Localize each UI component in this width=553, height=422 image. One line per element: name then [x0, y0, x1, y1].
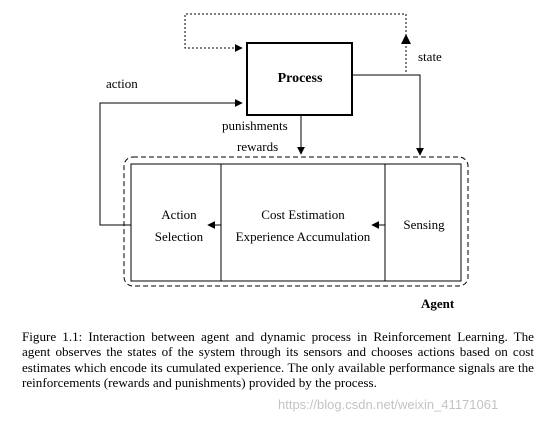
- experience-accumulation-label: Experience Accumulation: [236, 229, 371, 244]
- state-feedback-dotted-arrow: [184, 13, 407, 72]
- action-selection-label-line1: Action: [161, 207, 197, 222]
- rl-interaction-diagram: Process state action punishments rewards…: [99, 13, 469, 311]
- action-label: action: [106, 76, 138, 91]
- action-selection-label-line2: Selection: [155, 229, 204, 244]
- state-label: state: [418, 49, 442, 64]
- agent-inner-box: [130, 163, 462, 282]
- agent-label: Agent: [421, 296, 455, 311]
- action-arrow: [99, 99, 243, 226]
- agent-boundary: [123, 156, 469, 287]
- cost-estimation-label: Cost Estimation: [261, 207, 345, 222]
- rewards-label: rewards: [237, 139, 278, 154]
- process-label: Process: [278, 71, 323, 86]
- figure-caption: Figure 1.1: Interaction between agent an…: [22, 329, 534, 391]
- punishments-label: punishments: [222, 118, 288, 133]
- state-arrowhead-up: [401, 34, 411, 44]
- process-box: [246, 42, 353, 116]
- watermark-text: https://blog.csdn.net/weixin_41171061: [278, 397, 499, 412]
- sensing-arrow: [352, 74, 424, 156]
- sensing-label: Sensing: [403, 217, 445, 232]
